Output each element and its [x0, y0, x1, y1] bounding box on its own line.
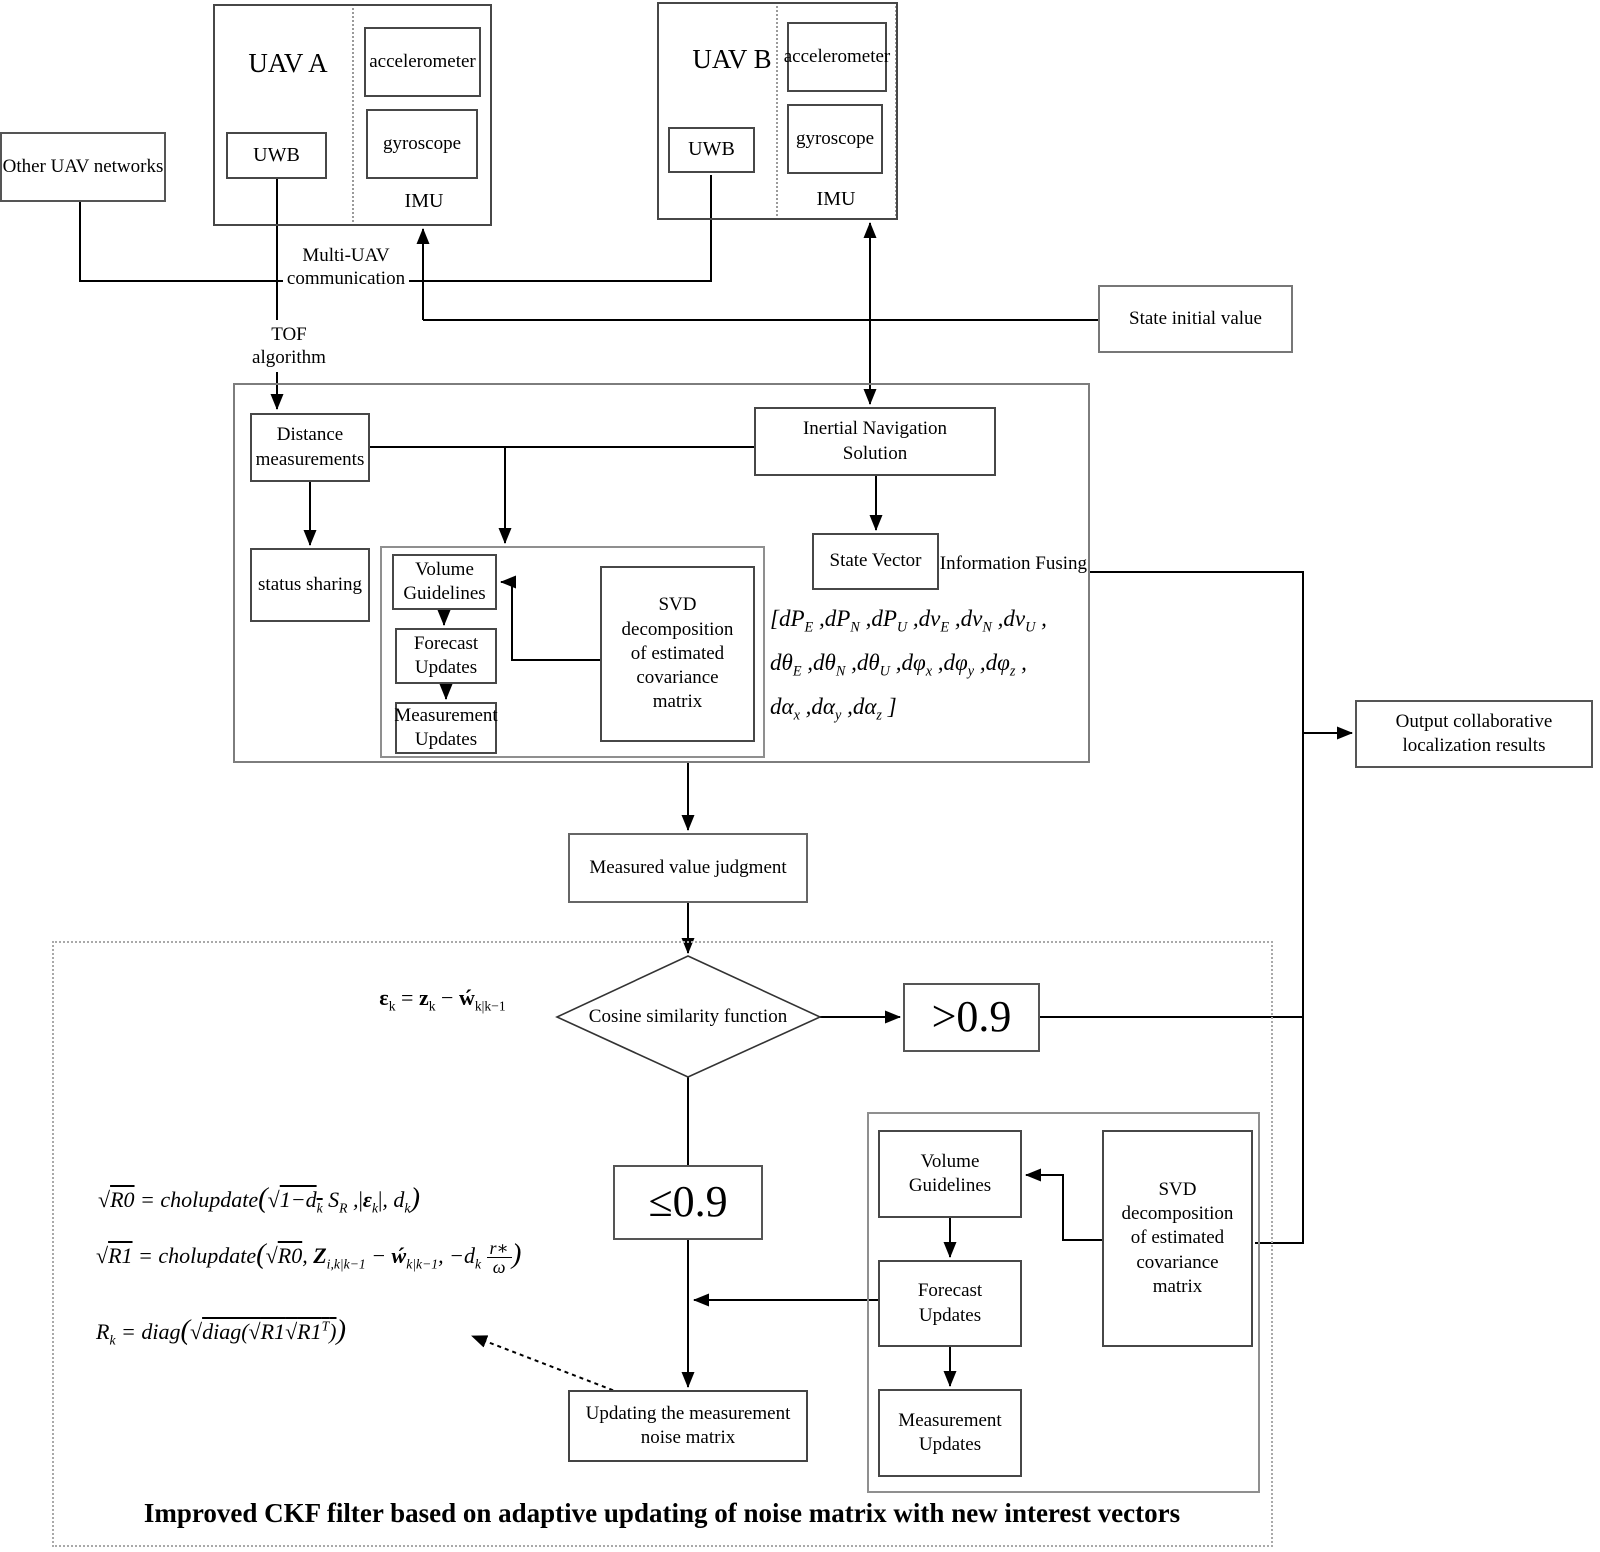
state-initial-value-label: State initial value	[1129, 307, 1262, 329]
filter-group-bottom	[867, 1112, 1260, 1493]
output-results-label: Output collaborative localization result…	[1395, 710, 1553, 756]
decision-diamond	[555, 955, 822, 1078]
svd-decomposition-label-mid: SVD decomposition of estimated covarianc…	[621, 594, 734, 713]
fusion-container	[233, 383, 1090, 763]
multi-uav-communication-label: Multi-UAV communication	[283, 240, 409, 294]
cosine-similarity-label: Cosine similarity function	[588, 1006, 788, 1027]
uav-a-gyroscope-label: gyroscope	[382, 132, 462, 154]
epsilon-formula: εk = zk − ẃk|k−1	[379, 985, 506, 1014]
svd-decomposition-box-bottom: SVD decomposition of estimated covarianc…	[1102, 1130, 1253, 1347]
measured-value-judgment-box: Measured value judgment	[568, 833, 808, 903]
status-sharing-label: status sharing	[258, 573, 362, 595]
uav-b-gyroscope-box: gyroscope	[787, 104, 883, 174]
state-vector-formula-line2: dθE ,dθN ,dθU ,dφx ,dφy ,dφz ,	[770, 650, 1027, 680]
uav-b-uwb-box: UWB	[668, 127, 755, 173]
uav-b-title: UAV B	[692, 44, 772, 74]
uav-a-uwb-label: UWB	[253, 143, 300, 166]
other-uav-networks-label: Other UAV networks	[2, 155, 164, 177]
output-results-box: Output collaborative localization result…	[1355, 700, 1593, 768]
status-sharing-box: status sharing	[250, 548, 370, 622]
le-09-box: ≤0.9	[613, 1165, 763, 1240]
formula-rk: Rk = diag(√diag(√R1√R1T))	[96, 1315, 347, 1348]
uav-a-accelerometer-box: accelerometer	[364, 27, 481, 97]
uav-b-uwb-label: UWB	[688, 138, 735, 161]
le-09-label: ≤0.9	[648, 1177, 728, 1227]
uav-b-imu-label: IMU	[816, 188, 856, 210]
inertial-navigation-box: Inertial Navigation Solution	[754, 407, 996, 476]
state-vector-label: State Vector	[829, 550, 922, 572]
uav-b-gyroscope-label: gyroscope	[795, 127, 875, 149]
measurement-updates-label-bottom: Measurement Updates	[898, 1409, 1002, 1455]
distance-measurements-label: Distance measurements	[255, 424, 365, 470]
ckf-dotted-box	[52, 941, 1273, 1547]
other-uav-networks-box: Other UAV networks	[0, 132, 166, 202]
uav-a-accelerometer-label: accelerometer	[369, 50, 476, 72]
filter-group-mid	[380, 546, 765, 758]
uav-b-box	[657, 2, 898, 220]
forecast-updates-box-mid: Forecast Updates	[395, 628, 497, 684]
measurement-updates-box-mid: Measurement Updates	[394, 702, 498, 754]
svd-decomposition-label-bottom: SVD decomposition of estimated covarianc…	[1121, 1178, 1234, 1297]
measured-value-judgment-label: Measured value judgment	[589, 856, 787, 878]
forecast-updates-label-bottom: Forecast Updates	[917, 1280, 983, 1326]
formula-r1: √R1 = cholupdate(√R0, Zi,k|k−1 − ẃk|k−1,…	[96, 1237, 522, 1278]
uav-a-uwb-box: UWB	[226, 132, 327, 179]
gt-09-box: >0.9	[903, 983, 1040, 1052]
uav-a-box	[213, 4, 492, 226]
dotted-arrow-updating-to-formulas	[471, 1335, 629, 1397]
uav-a-title: UAV A	[248, 48, 328, 78]
formula-r0: √R0 = cholupdate(√1−dk SR ,|εk|, dk)	[98, 1183, 420, 1216]
state-vector-formula-line3: dαx ,dαy ,dαz ]	[770, 694, 897, 724]
inertial-navigation-label: Inertial Navigation Solution	[802, 418, 948, 464]
uav-a-imu-label: IMU	[404, 190, 444, 212]
state-vector-formula-line1: [dPE ,dPN ,dPU ,dvE ,dvN ,dvU ,	[770, 606, 1047, 636]
arrow-svd-to-volume-mid	[500, 575, 600, 661]
uav-a-gyroscope-box: gyroscope	[366, 109, 478, 179]
uav-b-accelerometer-label: accelerometer	[783, 45, 891, 67]
volume-guidelines-label-bottom: Volume Guidelines	[908, 1150, 992, 1196]
svd-decomposition-box-mid: SVD decomposition of estimated covarianc…	[600, 566, 755, 742]
forecast-updates-label-mid: Forecast Updates	[413, 632, 479, 678]
tof-algorithm-label: TOF algorithm	[246, 320, 332, 372]
forecast-updates-box-bottom: Forecast Updates	[878, 1260, 1022, 1347]
gt-09-label: >0.9	[931, 992, 1012, 1042]
state-vector-box: State Vector	[812, 533, 939, 590]
distance-measurements-box: Distance measurements	[250, 413, 370, 482]
connector-information-fusing	[1090, 571, 1304, 1244]
ckf-title: Improved CKF filter based on adaptive up…	[143, 1498, 1181, 1528]
volume-guidelines-label-mid: Volume Guidelines	[403, 558, 486, 604]
uav-b-accelerometer-box: accelerometer	[784, 22, 890, 92]
volume-guidelines-box-bottom: Volume Guidelines	[878, 1130, 1022, 1218]
information-fusing-label: Information Fusing	[939, 553, 1087, 574]
updating-noise-matrix-label: Updating the measurement noise matrix	[585, 1402, 791, 1448]
measurement-updates-box-bottom: Measurement Updates	[878, 1389, 1022, 1477]
updating-noise-matrix-box: Updating the measurement noise matrix	[568, 1390, 808, 1462]
volume-guidelines-box-mid: Volume Guidelines	[392, 554, 497, 610]
arrow-svd-to-volume-bottom	[1025, 1168, 1102, 1241]
state-initial-value-box: State initial value	[1098, 285, 1293, 353]
measurement-updates-label-mid: Measurement Updates	[394, 704, 498, 750]
